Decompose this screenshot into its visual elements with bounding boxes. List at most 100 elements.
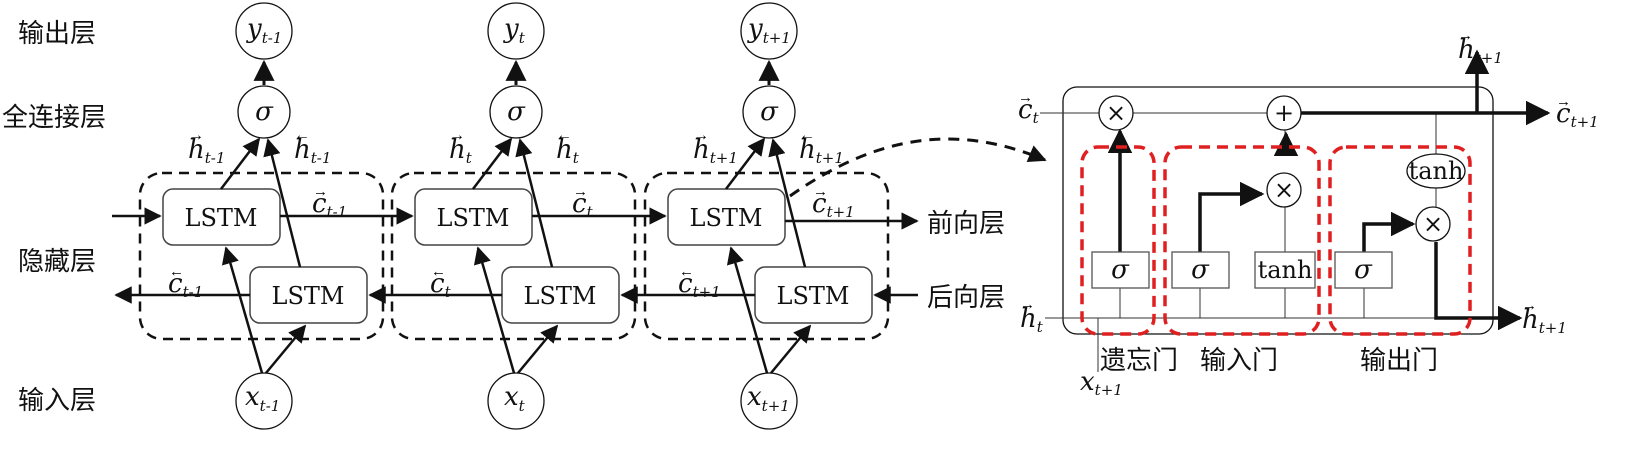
forward-to-sigma-arrow <box>220 137 261 190</box>
h-top-symbol: h <box>1458 35 1475 65</box>
time-step-1: LSTM LSTM yt-1 σ xt-1 ht-1 → ht-1 ← <box>138 2 385 430</box>
input-multiply-node <box>1266 172 1302 208</box>
backward-h-subscript: t+1 <box>816 149 844 167</box>
dense-sigma-node <box>237 85 291 139</box>
sigma-label: σ <box>1111 255 1130 285</box>
input-to-forward-arrow <box>473 246 516 374</box>
svg-text:xt-1: xt-1 <box>245 382 280 415</box>
svg-text:ht: ht <box>1020 304 1044 336</box>
tanh-label: tanh <box>1409 157 1464 185</box>
input-sigma-box <box>1171 251 1230 289</box>
c-arrow-accent: ← <box>679 264 694 280</box>
input-node <box>740 372 798 430</box>
output-node <box>740 2 798 60</box>
h-out-arrow <box>1434 242 1523 331</box>
output-symbol: y <box>246 14 262 44</box>
svg-text:ct: ct <box>430 269 452 301</box>
svg-text:ht+1: ht+1 <box>1458 35 1503 67</box>
backward-lstm-label: LSTM <box>524 282 597 310</box>
forward-h-subscript: t <box>466 149 473 167</box>
output-node <box>235 2 293 60</box>
h-arrow-accent: → <box>1522 298 1537 314</box>
svg-text:yt-1: yt-1 <box>246 14 282 47</box>
forward-lstm-label: LSTM <box>690 204 763 232</box>
hidden-block <box>390 171 637 341</box>
input-symbol: x <box>245 382 260 412</box>
x-in-subscript: t+1 <box>1095 381 1123 399</box>
svg-text:ht+1: ht+1 <box>1522 305 1567 337</box>
input-symbol: x <box>504 382 519 412</box>
svg-text:ct: ct <box>1018 95 1040 127</box>
c-arrow-accent: → <box>313 184 328 200</box>
c-arrow-accent: ← <box>431 264 446 280</box>
backward-lstm-label: LSTM <box>272 282 345 310</box>
output-gate-label: 输出门 <box>1360 346 1438 376</box>
input-sigma-arrow <box>1198 181 1265 254</box>
backward-c-subscript-3: t+1 <box>693 283 721 301</box>
input-to-backward-arrow <box>265 324 307 374</box>
backward-h-arrow-accent: ← <box>799 127 815 144</box>
forget-multiply-node <box>1098 95 1134 131</box>
input-subscript: t <box>519 397 526 415</box>
svg-text:xt+1: xt+1 <box>747 382 790 415</box>
forward-c-subscript-3: t+1 <box>827 203 855 221</box>
input-symbol: x <box>747 382 762 412</box>
svg-text:ct+1: ct+1 <box>1556 99 1599 131</box>
backward-layer-label: 后向层 <box>927 283 1005 313</box>
forward-lstm-label: LSTM <box>185 204 258 232</box>
dense-sigma-node <box>742 85 796 139</box>
dense-sigma-label: σ <box>255 97 274 127</box>
forget-gate-box <box>1080 145 1156 336</box>
output-multiply-node <box>1415 206 1451 242</box>
forward-layer-label: 前向层 <box>927 209 1005 239</box>
backward-c-subscript-1: t-1 <box>183 283 204 301</box>
output-node <box>487 2 545 60</box>
h-in-subscript: t <box>1037 318 1044 336</box>
zoom-detail-arrow <box>789 137 1047 198</box>
output-subscript: t+1 <box>763 29 791 47</box>
output-symbol: y <box>747 14 763 44</box>
multiply-symbol: × <box>1106 99 1126 127</box>
output-sigma-arrow <box>1362 211 1416 254</box>
h-top-subscript: t+1 <box>1475 49 1503 67</box>
forward-c-subscript-2: t <box>587 203 594 221</box>
forward-to-sigma-arrow <box>472 137 513 190</box>
svg-text:ct-1: ct-1 <box>312 189 347 221</box>
forget-gate-label: 遗忘门 <box>1100 346 1178 376</box>
hidden-layer-label: 隐藏层 <box>18 247 96 277</box>
backward-to-sigma-arrow <box>263 138 302 268</box>
c-arrow-accent: → <box>813 184 828 200</box>
c-arrow-accent: → <box>1018 90 1033 106</box>
input-subscript: t-1 <box>260 397 281 415</box>
backward-h-arrow-accent: ← <box>556 127 572 144</box>
forward-h-arrow-accent: → <box>449 127 465 144</box>
dense-layer-label: 全连接层 <box>2 103 106 133</box>
sigma-label: σ <box>1354 255 1373 285</box>
dense-sigma-node <box>489 85 543 139</box>
input-to-forward-arrow <box>726 246 769 374</box>
input-node <box>235 372 293 430</box>
svg-text:ct+1: ct+1 <box>812 189 855 221</box>
x-in-symbol: x <box>1080 367 1095 397</box>
time-step-3: LSTM LSTM yt+1 σ xt+1 ht+1 → ht+1 ← <box>643 2 890 430</box>
add-symbol: + <box>1274 99 1294 127</box>
lstm-cell-detail: × + × × tanh σ σ tanh σ ct → ct+1 → ht →… <box>1018 28 1599 399</box>
h-in-symbol: h <box>1020 304 1037 334</box>
time-step-2: LSTM LSTM yt σ xt ht → ht ← <box>390 2 637 430</box>
backward-to-sigma-arrow <box>768 138 807 268</box>
output-sigma-box <box>1334 251 1393 289</box>
input-tanh-box <box>1254 251 1316 289</box>
backward-h-subscript: t <box>573 149 580 167</box>
dense-sigma-label: σ <box>507 97 526 127</box>
cell-tanh-node <box>1406 153 1466 189</box>
output-layer-label: 输出层 <box>18 19 96 49</box>
hidden-block <box>643 171 890 341</box>
h-arrow-accent: → <box>1458 28 1473 44</box>
multiply-symbol: × <box>1274 176 1294 204</box>
c-in-subscript: t <box>1033 109 1040 127</box>
input-subscript: t+1 <box>762 397 790 415</box>
multiply-symbol: × <box>1423 210 1443 238</box>
svg-text:ht-1: ht-1 <box>294 135 331 167</box>
output-gate-box <box>1328 145 1472 336</box>
